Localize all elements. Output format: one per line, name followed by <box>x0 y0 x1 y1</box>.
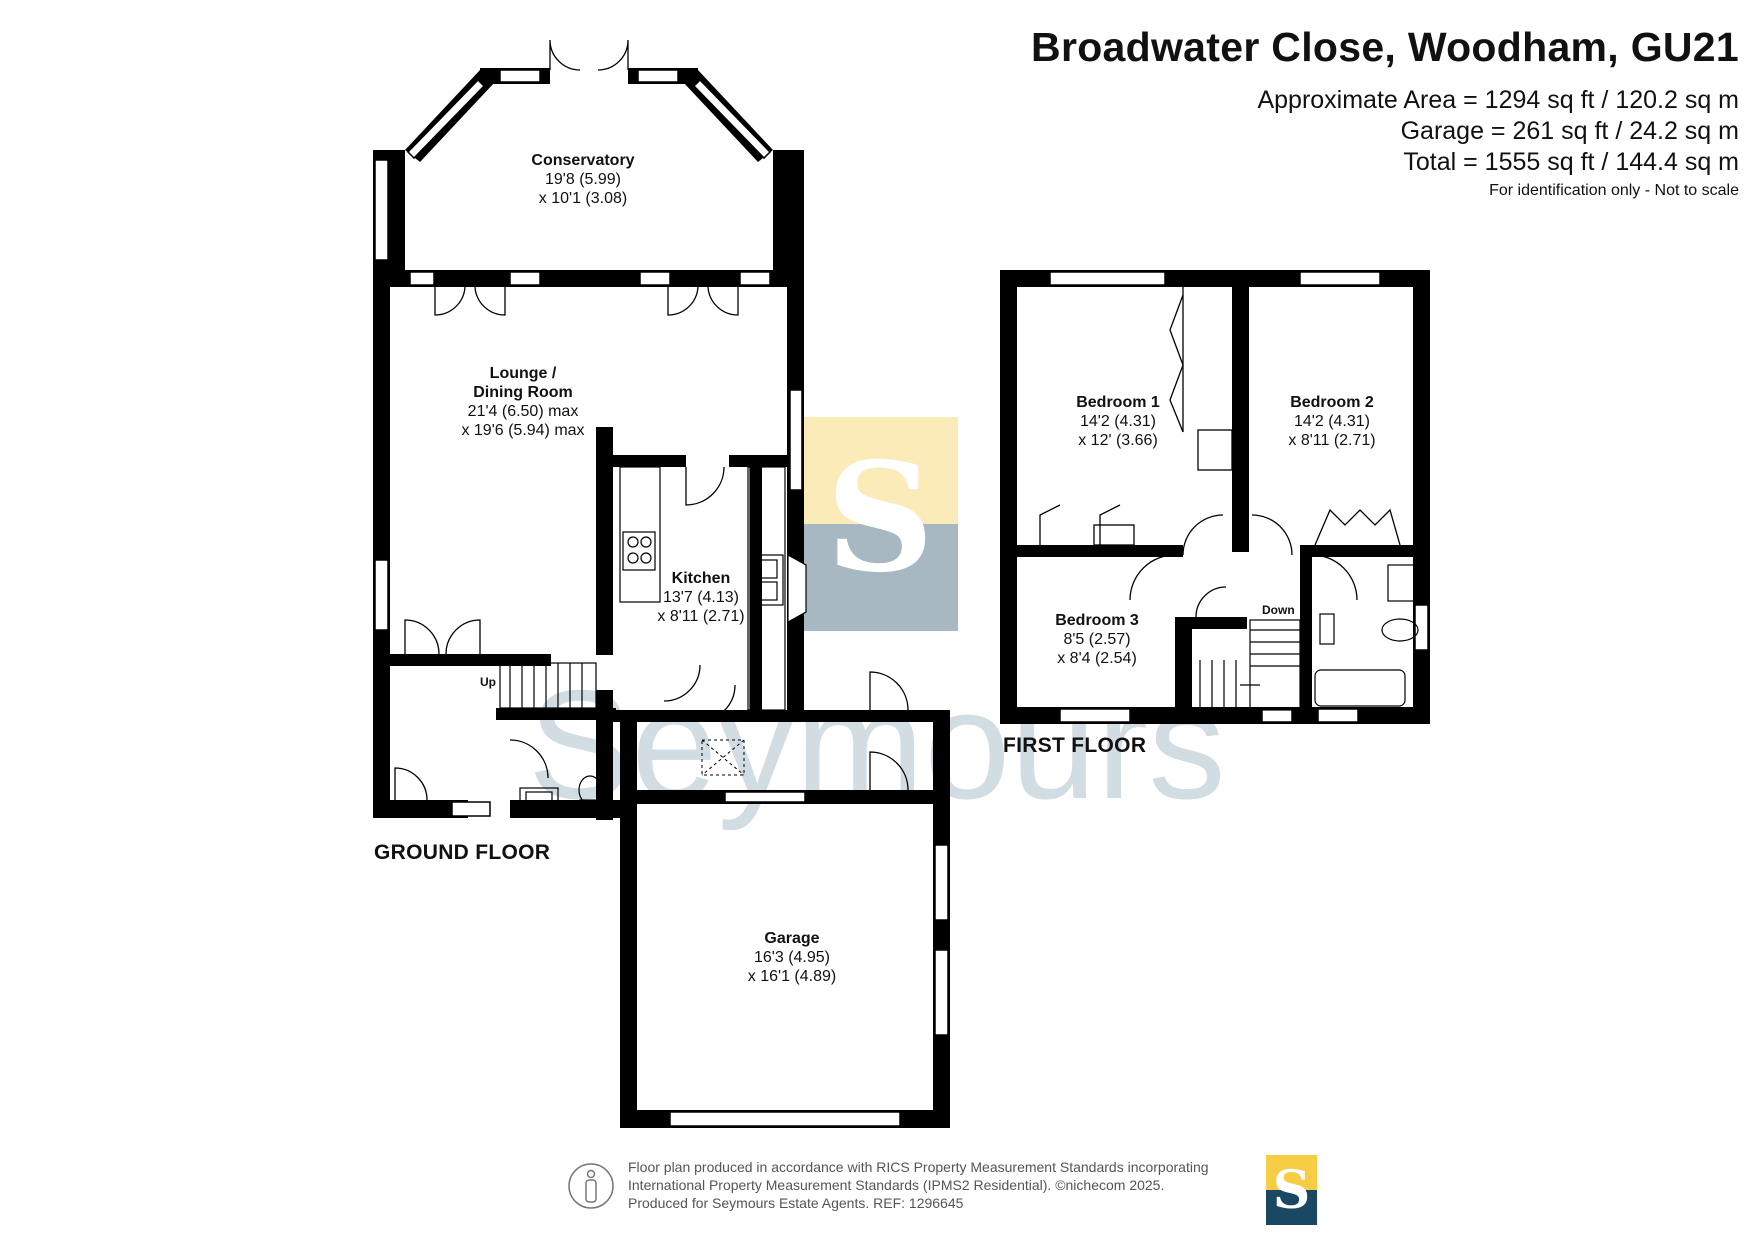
room-conservatory: Conservatory 19'8 (5.99) x 10'1 (3.08) <box>531 151 634 208</box>
room-dimension: 13'7 (4.13) <box>663 589 739 606</box>
property-title: Broadwater Close, Woodham, GU21 <box>1031 24 1739 70</box>
approximate-area: Approximate Area = 1294 sq ft / 120.2 sq… <box>1257 86 1739 114</box>
svg-text:S: S <box>826 430 934 606</box>
room-bedroom-1: Bedroom 1 14'2 (4.31) x 12' (3.66) <box>1076 393 1160 450</box>
ground-floor-doors <box>394 39 909 801</box>
room-dimension: 21'4 (6.50) max <box>467 403 579 420</box>
first-stairs <box>1199 619 1301 711</box>
room-name: Garage <box>764 930 820 947</box>
logo-letter: S <box>1272 1160 1311 1221</box>
room-name: Bedroom 1 <box>1076 394 1160 411</box>
seymours-logo: S <box>1266 1155 1317 1225</box>
room-dimension: x 8'11 (2.71) <box>657 608 745 625</box>
room-dimension: 8'5 (2.57) <box>1063 631 1131 648</box>
room-name: Bedroom 3 <box>1055 612 1139 629</box>
stairs-down-label: Down <box>1262 603 1295 617</box>
room-dimension: x 8'4 (2.54) <box>1057 650 1137 667</box>
first-floor-label: FIRST FLOOR <box>1003 734 1147 757</box>
room-dimension: x 16'1 (4.89) <box>747 968 837 985</box>
logo-yellow-block <box>1266 1155 1317 1190</box>
room-name: Lounge / <box>489 365 557 382</box>
first-floor-windows <box>1049 271 1429 723</box>
total-area: Total = 1555 sq ft / 144.4 sq m <box>1403 148 1739 176</box>
room-dimension: 14'2 (4.31) <box>1079 413 1156 430</box>
kitchen-fittings <box>619 466 807 711</box>
ground-floor-windows <box>374 69 949 1127</box>
footer-line: Floor plan produced in accordance with R… <box>628 1159 1209 1175</box>
accessibility-person-icon <box>568 1163 614 1209</box>
garage-area: Garage = 261 sq ft / 24.2 sq m <box>1400 117 1739 145</box>
bathroom-fittings <box>1314 564 1419 707</box>
footer-disclaimer: Floor plan produced in accordance with R… <box>628 1158 1209 1212</box>
not-to-scale-note: For identification only - Not to scale <box>1489 182 1739 199</box>
footer-line: International Property Measurement Stand… <box>628 1177 1165 1193</box>
room-dimension: 19'8 (5.99) <box>545 171 621 188</box>
room-name: Kitchen <box>671 570 731 587</box>
room-kitchen: Kitchen 13'7 (4.13) x 8'11 (2.71) <box>657 569 744 626</box>
store-cupboard <box>701 739 745 776</box>
room-dimension: 14'2 (4.31) <box>1294 413 1370 430</box>
ground-stairs <box>499 662 597 709</box>
stairs-up-label: Up <box>480 675 496 689</box>
room-dimension: x 12' (3.66) <box>1078 432 1158 449</box>
ground-floor-label: GROUND FLOOR <box>374 841 551 864</box>
first-floor-doors <box>1039 285 1401 618</box>
wc-fittings <box>519 775 602 813</box>
footer-line: Produced for Seymours Estate Agents. REF… <box>628 1195 964 1211</box>
room-bedroom-2: Bedroom 2 14'2 (4.31) x 8'11 (2.71) <box>1288 393 1375 450</box>
room-dimension: x 10'1 (3.08) <box>538 190 628 207</box>
room-dimension: 16'3 (4.95) <box>754 949 830 966</box>
room-name: Conservatory <box>531 152 635 169</box>
room-name: Bedroom 2 <box>1290 394 1374 411</box>
room-lounge-dining: Lounge / Dining Room 21'4 (6.50) max x 1… <box>461 364 584 440</box>
room-dimension: x 8'11 (2.71) <box>1288 432 1376 449</box>
watermark-logo: S <box>802 417 958 631</box>
logo-blue-block <box>1266 1190 1317 1225</box>
room-bedroom-3: Bedroom 3 8'5 (2.57) x 8'4 (2.54) <box>1055 611 1139 668</box>
room-name: Dining Room <box>473 384 573 401</box>
room-dimension: x 19'6 (5.94) max <box>461 422 585 439</box>
room-garage: Garage 16'3 (4.95) x 16'1 (4.89) <box>748 929 836 986</box>
